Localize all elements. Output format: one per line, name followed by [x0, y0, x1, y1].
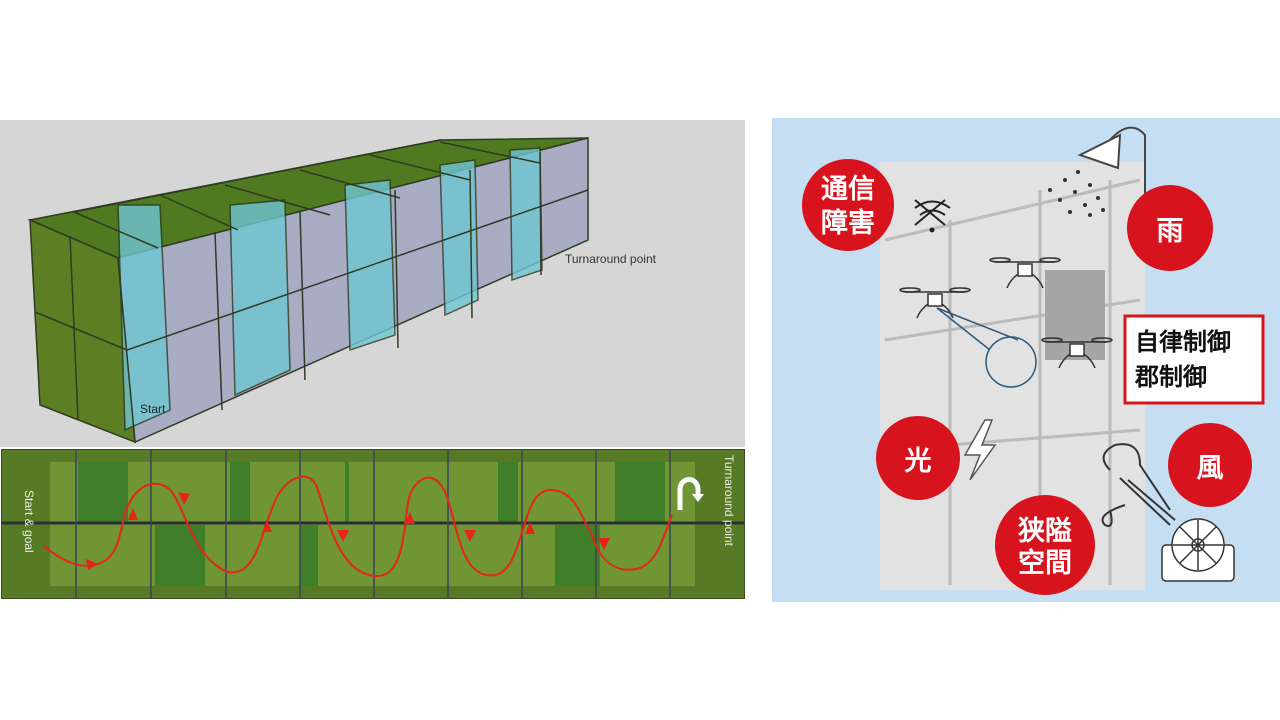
turnaround-label-plan: Turnaround point: [722, 455, 736, 547]
control-box: [1123, 314, 1265, 405]
plan-walls: [78, 462, 665, 586]
arrow-icon: [86, 559, 98, 570]
hazard-comm-label-1: 通信: [821, 174, 875, 205]
hazard-narrow-label-1: 狭隘: [1017, 516, 1072, 547]
drone-icon: [1041, 337, 1113, 369]
no-signal-icon: [914, 199, 951, 233]
hazard-light-circle: [876, 416, 960, 500]
start-label-3d: Start: [140, 402, 166, 416]
wind-swirl-icon: [1101, 443, 1176, 527]
arrow-icon: [128, 508, 138, 520]
wall: [117, 204, 171, 432]
control-box-line1: 自律制御: [1135, 328, 1231, 356]
drone-icon: [989, 257, 1061, 289]
arrow-icon: [464, 530, 476, 542]
lightning-icon: [963, 419, 997, 481]
hazard-rain-label: 雨: [1157, 216, 1184, 247]
control-box-line2: 郡制御: [1134, 363, 1207, 391]
u-turn-arrow-icon: [677, 477, 701, 510]
path-arrows: [86, 492, 610, 570]
shower-icon: [1048, 126, 1146, 217]
arrow-icon: [337, 530, 349, 542]
arrow-icon: [262, 520, 272, 532]
hazard-light-label: 光: [904, 446, 932, 477]
hazard-narrow-label-2: 空間: [1018, 547, 1072, 579]
hazard-narrow-circle: [995, 495, 1095, 595]
arrow-icon: [525, 522, 535, 534]
drone-icon: [899, 287, 971, 319]
start-goal-label: Start & goal: [22, 490, 36, 553]
grid-lines: [34, 139, 589, 443]
arrow-icon: [178, 492, 190, 505]
hazard-comm-circle: [802, 159, 894, 251]
fan-icon: [1161, 518, 1235, 582]
arrow-icon: [405, 512, 415, 524]
plan-grid: [2, 450, 744, 598]
turnaround-label-3d: Turnaround point: [565, 252, 657, 266]
hazard-rain-circle: [1127, 185, 1213, 271]
wall: [509, 147, 543, 282]
wall: [439, 159, 479, 317]
hazard-comm-label-2: 障害: [821, 207, 875, 239]
flight-path: [42, 475, 673, 578]
plan-view: [1, 449, 745, 599]
wall: [229, 199, 291, 397]
arrow-icon: [598, 538, 610, 550]
tunnel-3d-model: [27, 137, 589, 444]
hazard-wind-circle: [1168, 423, 1252, 507]
facility-frame: [884, 178, 1141, 585]
hazard-wind-label: 風: [1197, 453, 1224, 484]
camera-view-icon: [936, 307, 1037, 388]
